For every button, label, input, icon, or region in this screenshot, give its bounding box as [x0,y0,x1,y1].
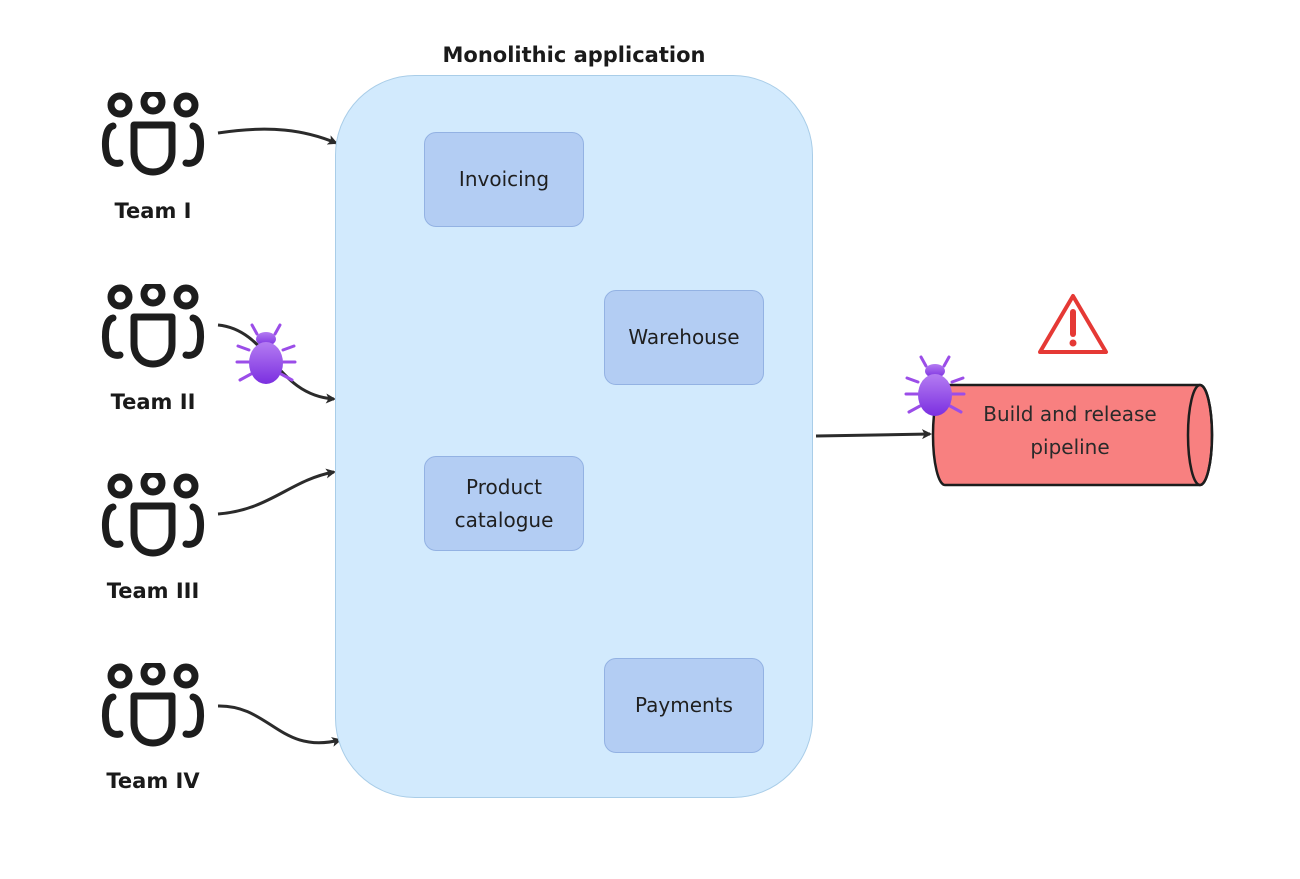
module-warehouse: Warehouse [604,290,764,385]
team-label: Team I [114,199,192,223]
bug-icon [904,355,966,416]
arrow-team-3 [217,468,336,516]
team-label: Team IV [106,769,200,793]
arrow-team-1 [217,127,338,145]
team-label: Team III [106,579,200,603]
module-payments: Payments [604,658,764,753]
module-invoicing: Invoicing [424,132,584,227]
module-product-catalogue: Product catalogue [424,456,584,551]
team-label: Team II [110,390,196,414]
team-icon [101,663,205,747]
team-icon [101,473,205,557]
team-icon [101,92,205,176]
diagram-title: Monolithic application [442,43,706,67]
arrow-to-pipeline [815,429,932,440]
team-icon [101,284,205,368]
pipeline-label: Build and release pipeline [983,402,1157,459]
bug-icon [235,323,297,384]
arrow-team-4 [217,704,342,747]
warning-icon [1038,294,1108,354]
